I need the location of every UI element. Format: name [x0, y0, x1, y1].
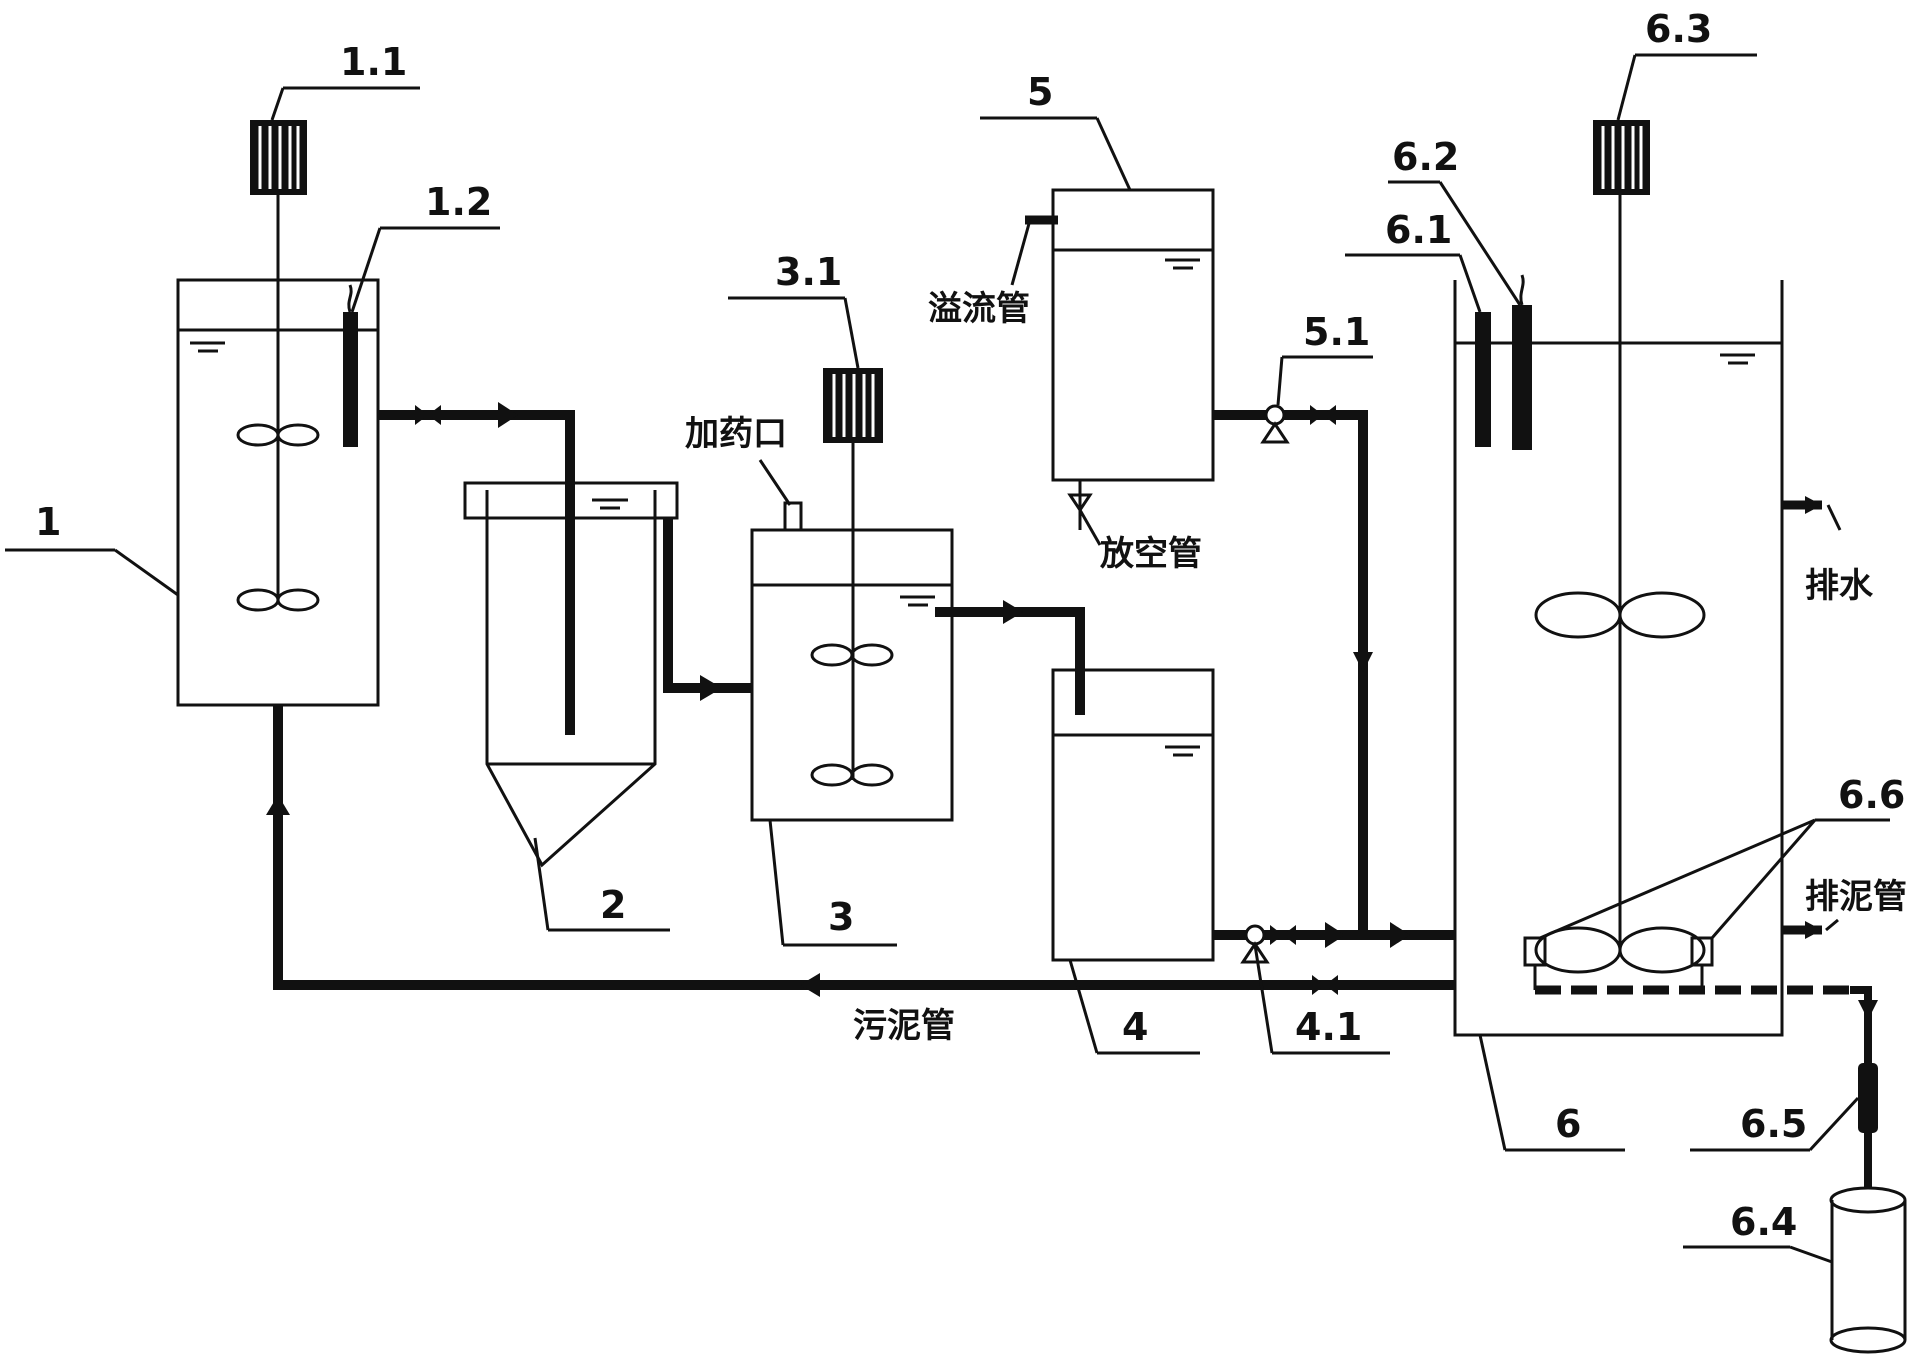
tank-6 — [1453, 120, 1850, 1037]
pump-5-1 — [1260, 404, 1290, 444]
label-probe-6-1: 6.1 — [1385, 208, 1452, 252]
label-drain: 排水 — [1805, 566, 1874, 606]
label-overflow-pipe: 溢流管 — [928, 289, 1030, 329]
tank-1 — [176, 120, 380, 707]
label-pump-5-1: 5.1 — [1303, 310, 1370, 354]
label-aerator-6-6: 6.6 — [1838, 773, 1905, 817]
label-vessel-6-4: 6.4 — [1730, 1200, 1797, 1244]
label-sludge-discharge-pipe: 排泥管 — [1805, 877, 1907, 917]
vessel-6-4 — [1829, 1186, 1907, 1354]
valve-5-1 — [1310, 405, 1336, 425]
valve-sludge — [1312, 975, 1338, 995]
probe-1-2 — [343, 312, 358, 447]
tank-4 — [1051, 668, 1215, 962]
pump-6-5 — [1858, 1063, 1878, 1133]
label-tank-6: 6 — [1555, 1102, 1581, 1146]
tank-3 — [750, 368, 954, 822]
label-motor-1-1: 1.1 — [340, 40, 407, 84]
dosing-port-fitting — [783, 501, 803, 532]
label-dosing-port: 加药口 — [685, 414, 787, 454]
label-tank-1: 1 — [35, 500, 61, 544]
gas-collection — [1829, 986, 1907, 1354]
probe-6-1 — [1475, 312, 1491, 447]
label-pump-6-5: 6.5 — [1740, 1102, 1807, 1146]
pump-4-1 — [1240, 924, 1270, 964]
leader-lines — [5, 53, 1890, 1264]
labels: 1 1.1 1.2 2 3 3.1 4 4.1 5 5.1 6 6.1 6.2 … — [35, 7, 1907, 1244]
label-motor-6-3: 6.3 — [1645, 7, 1712, 51]
label-tank-4: 4 — [1122, 1005, 1148, 1049]
label-probe-1-2: 1.2 — [425, 180, 492, 224]
label-vent-pipe: 放空管 — [1100, 534, 1202, 574]
probe-6-2 — [1512, 305, 1532, 450]
label-probe-6-2: 6.2 — [1392, 135, 1459, 179]
label-tank-2: 2 — [600, 883, 626, 927]
label-tank-5: 5 — [1027, 70, 1053, 114]
tank-5 — [1010, 188, 1215, 546]
valve-4-1 — [1270, 925, 1296, 945]
valve-1to2 — [415, 405, 441, 425]
label-motor-3-1: 3.1 — [775, 250, 842, 294]
label-tank-3: 3 — [828, 895, 854, 939]
label-sludge-pipe: 污泥管 — [853, 1006, 955, 1046]
label-pump-4-1: 4.1 — [1295, 1005, 1362, 1049]
pipes — [266, 402, 1455, 997]
